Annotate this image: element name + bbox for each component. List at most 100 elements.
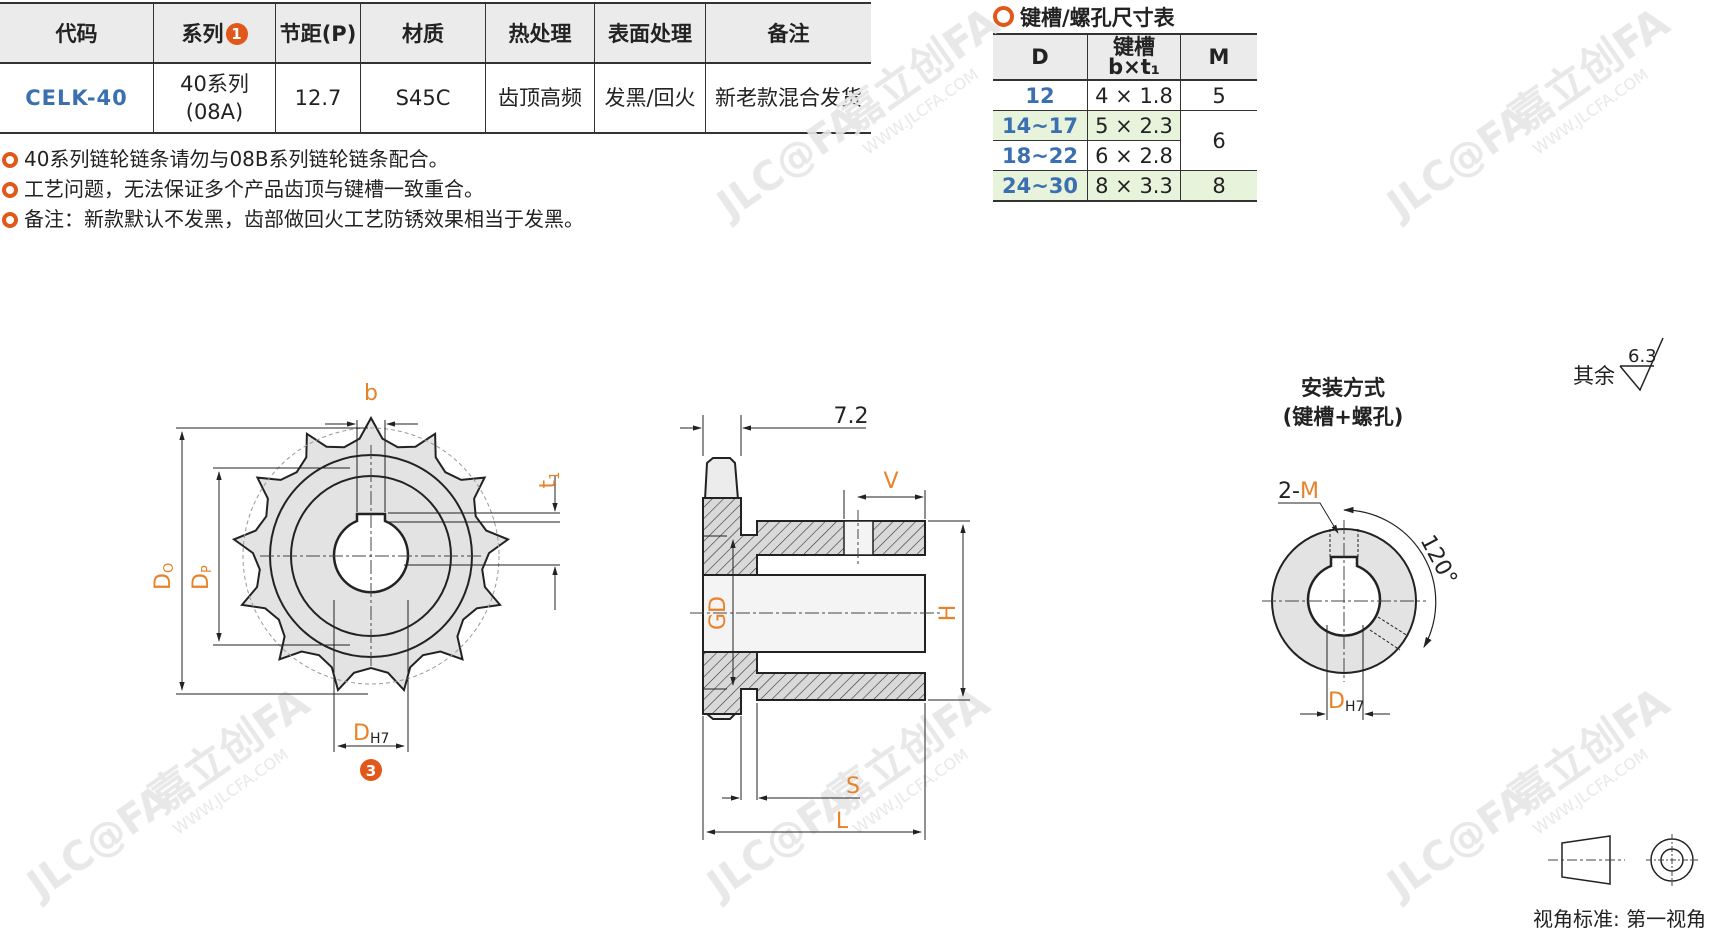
cell-code[interactable]: CELK-40 [0,63,154,134]
label-2m-m: M [1300,479,1319,504]
bullet-icon [2,152,18,168]
table-row: 24~30 8 × 3.3 8 [993,170,1257,202]
key-table-title: 键槽/螺孔尺寸表 [993,2,1175,32]
note-text: 备注：新款默认不发黑，齿部做回火工艺防锈效果相当于发黑。 [24,207,584,231]
key-table-title-text: 键槽/螺孔尺寸表 [1020,6,1175,30]
cell-series: 40系列 (08A) [153,63,276,134]
key-d: 18~22 [993,140,1088,171]
note-badge-1: 1 [225,23,248,45]
bullet-icon [2,182,18,198]
dim-dh7-sub: H7 [370,731,389,747]
note-text: 40系列链轮链条请勿与08B系列链轮链条配合。 [24,147,449,171]
mount-subtitle: (键槽+螺孔) [1283,405,1404,429]
dim-dh7: DH7 [353,721,389,747]
dim-h: H [936,605,961,622]
dim-dh7-main: D [1328,689,1345,714]
key-d: 24~30 [993,170,1088,202]
header-series-label: 系列 [181,22,224,46]
header-surface: 表面处理 [594,2,706,64]
dim-dp: DP [189,565,215,590]
dim-t1-sub: 1 [548,472,563,480]
dim-gd: GD [706,596,731,630]
key-m: 5 [1180,80,1257,111]
label-2m-prefix: 2- [1278,479,1300,504]
dim-s: S [846,774,860,799]
dim-t1: t1 [536,472,563,489]
key-d: 14~17 [993,110,1088,141]
header-pitch: 节距(P) [275,2,361,64]
dim-do-main: D [151,573,176,590]
projection-cone-icon [1561,835,1611,885]
dim-dp-sub: P [200,565,215,573]
header-remark: 备注 [705,2,871,64]
dim-l: L [836,809,849,834]
note-badge-3 [360,759,382,781]
dim-dh7-sub: H7 [1345,699,1364,715]
projection-label: 视角标准: 第一视角 [1533,907,1706,931]
table-row: CELK-40 40系列(08A) 12.7 S45C 齿顶高频 发黑/回火 新… [0,63,871,134]
angle-label: 120° [1415,531,1462,590]
cell-heat: 齿顶高频 [485,63,595,134]
cell-surface: 发黑/回火 [594,63,706,134]
bore-with-keyway [332,512,410,594]
bullet-icon [2,212,18,228]
dim-b: b [364,381,378,406]
section-top [702,497,926,576]
roughness-symbol: 其余 6.3 [1573,337,1664,392]
dim-t1-main: t [536,479,561,488]
note-text: 工艺问题，无法保证多个产品齿顶与键槽一致重合。 [24,177,484,201]
cell-pitch: 12.7 [275,63,361,134]
key-d: 12 [993,80,1088,111]
series-line1: 40系列 [180,72,249,96]
cell-material: S45C [360,63,486,134]
dim-7-2: 7.2 [834,404,869,429]
key-header-keyway-2: b×t₁ [1108,55,1160,79]
key-keyway: 6 × 2.8 [1087,140,1181,171]
table-row: 12 4 × 1.8 5 [993,80,1257,111]
dim-do: DO [151,563,177,590]
note-badge-3-text: 3 [366,762,376,780]
key-header-d: D [993,33,1088,81]
mount-title: 安装方式 [1301,376,1385,400]
header-code: 代码 [0,2,154,64]
note-2: 工艺问题，无法保证多个产品齿顶与键槽一致重合。 [2,177,484,201]
dim-dp-main: D [189,573,214,590]
key-keyway: 5 × 2.3 [1087,110,1181,141]
dim-dh7-main: D [353,721,370,746]
ring-icon [993,6,1014,27]
dim-v: V [883,469,898,494]
note-1: 40系列链轮链条请勿与08B系列链轮链条配合。 [2,147,449,171]
header-heat: 热处理 [485,2,595,64]
dim-dh7: DH7 [1328,689,1364,715]
roughness-check-icon [1619,337,1664,392]
roughness-value: 6.3 [1628,346,1657,367]
header-material: 材质 [360,2,486,64]
table-row: 14~17 5 × 2.3 6 [993,110,1257,171]
mount-view: 安装方式 (键槽+螺孔) 120° 2-M DH7 [1262,376,1462,720]
section-bottom [702,651,926,715]
table-row: 18~22 6 × 2.8 [993,140,1257,171]
projection-symbol: 视角标准: 第一视角 [1533,834,1706,931]
side-view: 7.2 V GD H S L [680,404,970,840]
roughness-other: 其余 [1573,364,1615,388]
series-line2: (08A) [185,100,244,124]
key-m: 6 [1180,110,1257,171]
key-m: 8 [1180,170,1257,202]
label-2m: 2-M [1278,479,1319,504]
note-3: 备注：新款默认不发黑，齿部做回火工艺防锈效果相当于发黑。 [2,207,584,231]
key-header-keyway-1: 键槽 [1113,35,1155,59]
front-view: b t1 DO DP DH7 3 [151,381,563,781]
key-header-m: M [1180,33,1257,81]
